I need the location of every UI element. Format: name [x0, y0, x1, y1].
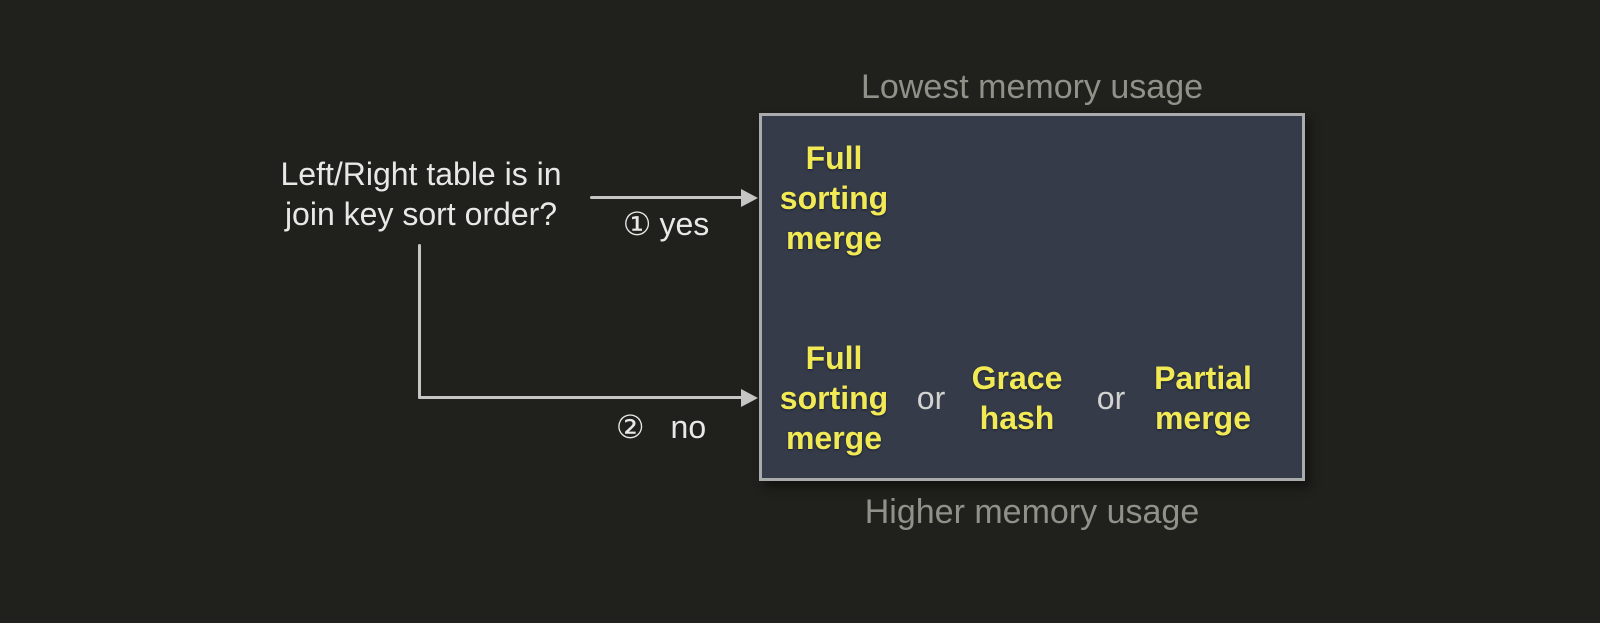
- no-branch-label: ② no: [581, 408, 741, 446]
- join-order-question: Left/Right table is in join key sort ord…: [280, 156, 562, 232]
- yes-branch-label: ① yes: [601, 205, 731, 243]
- no-label-text: no: [670, 409, 707, 445]
- yes-label-text: yes: [659, 206, 710, 242]
- no-arrow-line: [418, 396, 742, 399]
- or-separator-2: or: [1096, 380, 1126, 416]
- circled-one-icon: ①: [622, 206, 652, 242]
- no-connector-vertical: [418, 244, 421, 399]
- algorithm-full-sorting-merge-sorted: Full sorting merge: [779, 140, 889, 256]
- yes-arrow-line: [590, 196, 742, 199]
- caption-lowest-memory: Lowest memory usage: [860, 68, 1204, 106]
- or-separator-1: or: [916, 380, 946, 416]
- circled-two-icon: ②: [615, 409, 645, 445]
- yes-arrowhead-icon: [741, 189, 758, 207]
- algorithm-full-sorting-merge-unsorted: Full sorting merge: [779, 340, 889, 456]
- memory-usage-box: Full sorting merge Full sorting merge or…: [759, 113, 1305, 481]
- caption-higher-memory: Higher memory usage: [864, 493, 1200, 531]
- no-arrowhead-icon: [741, 389, 758, 407]
- algorithm-partial-merge: Partial merge: [1154, 360, 1252, 436]
- algorithm-grace-hash: Grace hash: [971, 360, 1063, 436]
